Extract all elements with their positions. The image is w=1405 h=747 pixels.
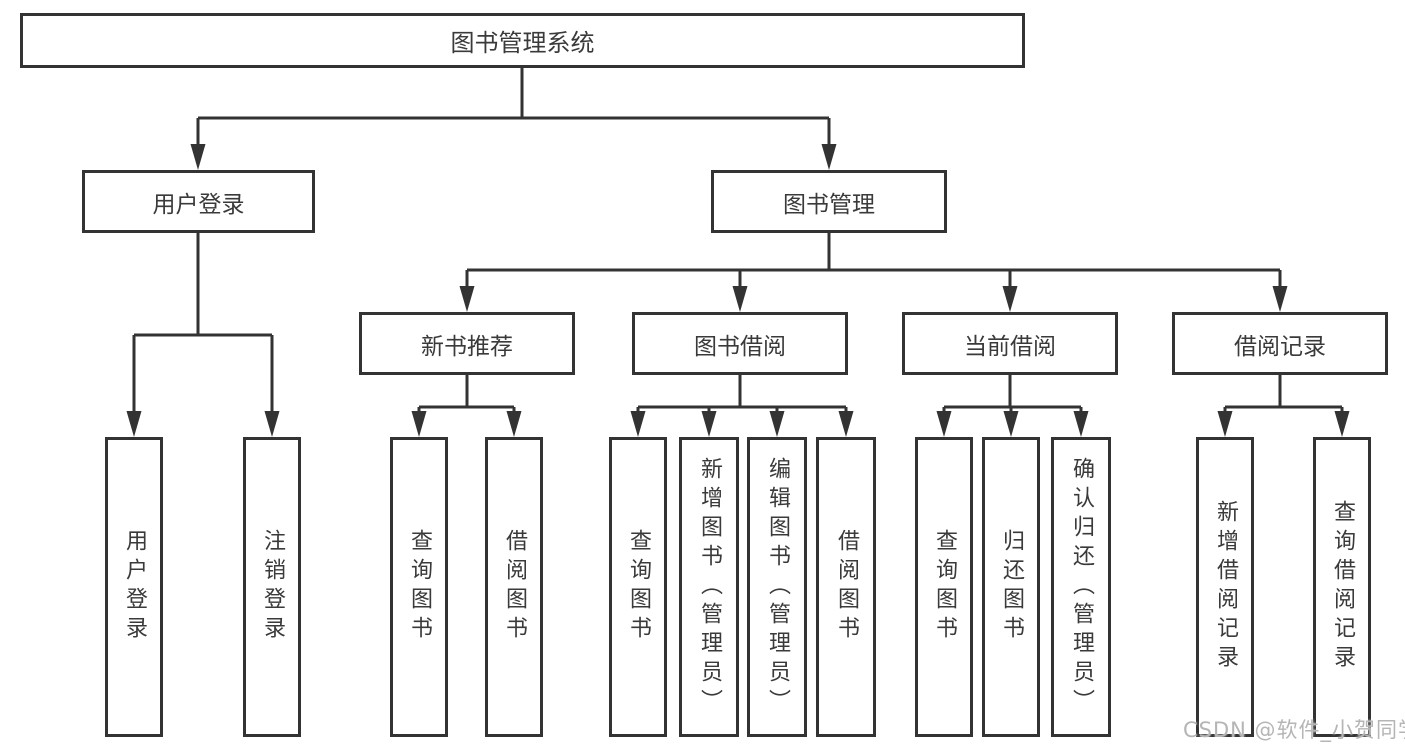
node-library-system-label: 图书管理系统: [450, 29, 595, 57]
arrow-down-icon: [1334, 411, 1350, 437]
connector-borrow-records: [1223, 375, 1344, 413]
leaf-add-book-admin-label: 新增图书（管理员）: [697, 456, 722, 718]
leaf-edit-book-admin-label: 编辑图书（管理员）: [765, 456, 790, 718]
leaf-confirm-return-admin-label: 确认归还（管理员）: [1069, 456, 1094, 718]
arrow-down-icon: [732, 286, 748, 312]
arrow-down-icon: [630, 411, 646, 437]
arrow-down-icon: [838, 411, 854, 437]
connector-new-book-recommend: [417, 375, 516, 413]
node-book-borrow: 图书借阅: [632, 312, 848, 375]
node-new-book-recommend-label: 新书推荐: [421, 333, 513, 360]
arrow-down-icon: [411, 411, 427, 437]
leaf-borrow-books-recommend-label: 借阅图书: [502, 529, 527, 645]
connector-book-borrow: [636, 375, 848, 413]
arrow-down-icon: [190, 144, 206, 170]
arrow-down-icon: [459, 286, 475, 312]
leaf-user-login: 用户登录: [105, 437, 163, 737]
arrowheads: [126, 144, 1350, 437]
leaf-return-book: 归还图书: [982, 437, 1040, 737]
node-current-borrow: 当前借阅: [902, 312, 1118, 375]
arrow-down-icon: [126, 411, 142, 437]
arrow-down-icon: [1073, 411, 1089, 437]
csdn-watermark: CSDN @软件_小贺同学: [1183, 718, 1405, 742]
node-book-management-label: 图书管理: [783, 191, 875, 218]
leaf-return-book-label: 归还图书: [999, 529, 1024, 645]
node-user-login: 用户登录: [82, 170, 315, 233]
leaf-add-borrow-record-label: 新增借阅记录: [1213, 500, 1238, 674]
node-new-book-recommend: 新书推荐: [359, 312, 575, 375]
leaf-query-books-current: 查询图书: [915, 437, 973, 737]
leaf-query-books-recommend-label: 查询图书: [407, 529, 432, 645]
arrow-down-icon: [1002, 286, 1018, 312]
node-book-management: 图书管理: [711, 170, 947, 233]
connector-book-management: [465, 233, 1282, 288]
leaf-confirm-return-admin: 确认归还（管理员）: [1051, 437, 1111, 737]
node-borrow-records: 借阅记录: [1172, 312, 1388, 375]
leaf-query-books-borrow-label: 查询图书: [626, 529, 651, 645]
leaf-query-borrow-record-label: 查询借阅记录: [1330, 500, 1355, 674]
leaf-edit-book-admin: 编辑图书（管理员）: [747, 437, 807, 737]
leaf-logout: 注销登录: [243, 437, 301, 737]
arrow-down-icon: [769, 411, 785, 437]
arrow-down-icon: [821, 144, 837, 170]
leaf-query-books-borrow: 查询图书: [609, 437, 667, 737]
leaf-logout-label: 注销登录: [260, 529, 285, 645]
arrow-down-icon: [506, 411, 522, 437]
node-library-system: 图书管理系统: [20, 13, 1025, 68]
leaf-query-books-recommend: 查询图书: [390, 437, 448, 737]
leaf-add-borrow-record: 新增借阅记录: [1196, 437, 1254, 737]
leaf-query-borrow-record: 查询借阅记录: [1313, 437, 1371, 737]
leaf-borrow-book-label: 借阅图书: [834, 529, 859, 645]
arrow-down-icon: [1003, 411, 1019, 437]
arrow-down-icon: [1217, 411, 1233, 437]
arrow-down-icon: [936, 411, 952, 437]
connector-lines: [132, 68, 1344, 413]
node-book-borrow-label: 图书借阅: [694, 333, 786, 360]
leaf-borrow-books-recommend: 借阅图书: [485, 437, 543, 737]
node-borrow-records-label: 借阅记录: [1234, 333, 1326, 360]
node-current-borrow-label: 当前借阅: [964, 333, 1056, 360]
connector-root: [196, 68, 831, 146]
leaf-borrow-book: 借阅图书: [816, 437, 876, 737]
arrow-down-icon: [1272, 286, 1288, 312]
node-user-login-label: 用户登录: [152, 191, 245, 218]
leaf-user-login-label: 用户登录: [122, 529, 147, 645]
leaf-query-books-current-label: 查询图书: [932, 529, 957, 645]
leaf-add-book-admin: 新增图书（管理员）: [679, 437, 739, 737]
connector-current-borrow: [942, 375, 1083, 413]
arrow-down-icon: [264, 411, 280, 437]
arrow-down-icon: [701, 411, 717, 437]
connector-user-login: [132, 233, 274, 413]
